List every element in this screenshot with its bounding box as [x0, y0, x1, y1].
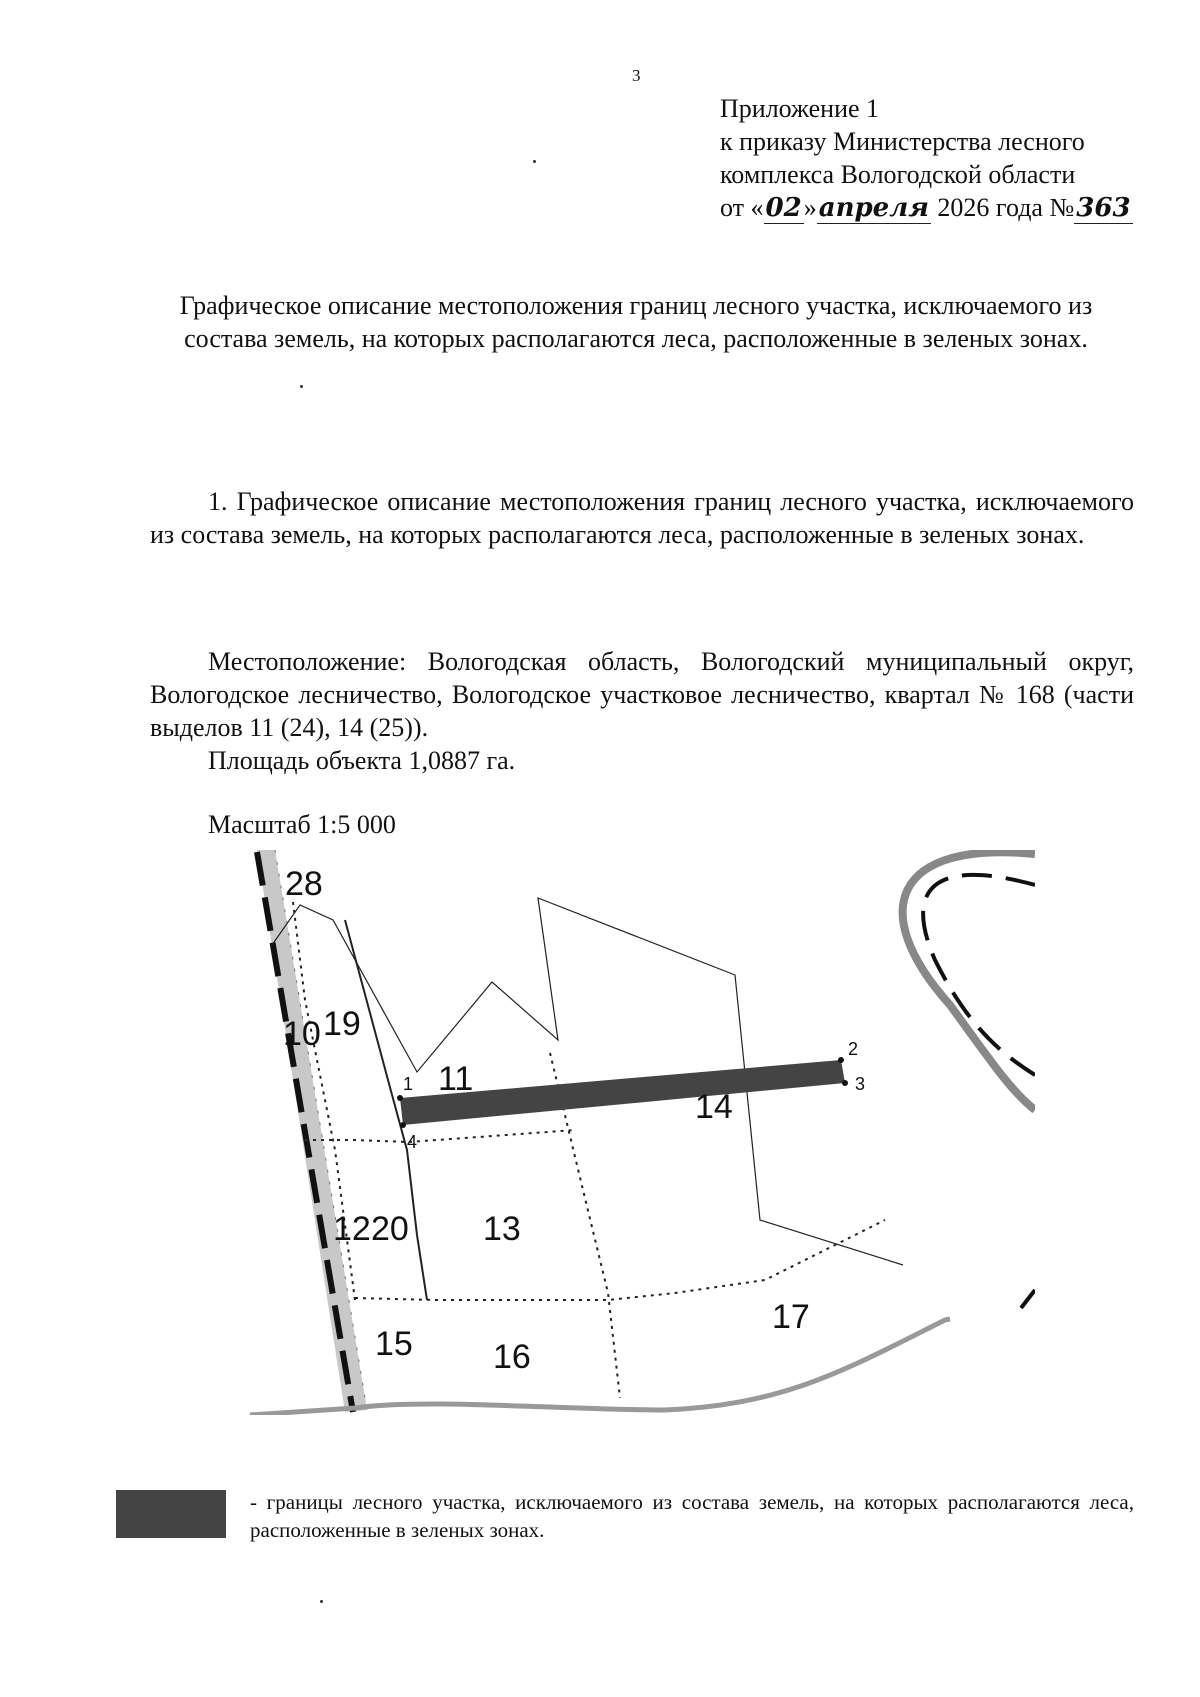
bottom-right-marks [1019, 1288, 1035, 1310]
point-label-3: 3 [855, 1074, 865, 1094]
section-1-paragraph: 1. Графическое описание местоположения г… [150, 487, 1134, 549]
plot-label-19: 19 [323, 1005, 361, 1043]
scan-speck [533, 160, 536, 163]
page-number: 3 [632, 66, 641, 85]
plot-label-13: 13 [483, 1210, 521, 1248]
appendix-line-1: Приложение 1 [720, 94, 880, 123]
appendix-line-3: комплекса Вологодской области [720, 160, 1076, 189]
plot-label-12: 12 [333, 1210, 371, 1248]
plot-label-10: 10 [283, 1015, 321, 1053]
point-label-2: 2 [848, 1039, 858, 1059]
plot-boundaries [292, 901, 886, 1399]
plot-label-16: 16 [493, 1338, 531, 1376]
plot-label-28: 28 [285, 865, 323, 903]
plot-map: 28 10 19 11 14 13 12 20 15 16 17 1 2 3 4 [249, 850, 1035, 1415]
plot-label-11: 11 [438, 1060, 473, 1098]
date-prefix: от « [720, 193, 764, 222]
road-strip [257, 850, 367, 1412]
top-right-road-dash [921, 872, 1035, 1077]
forest-contour [271, 897, 904, 1266]
plot-label-17: 17 [772, 1298, 810, 1336]
excluded-plot-area [400, 1060, 845, 1125]
handwritten-number: 363 [1074, 193, 1133, 224]
handwritten-month: апреля [816, 193, 931, 224]
plot-label-20: 20 [371, 1210, 409, 1248]
appendix-date-line: от «02»апреля 2026 года №363 [720, 191, 1133, 225]
legend-swatch [116, 1490, 226, 1538]
scale-label: Масштаб 1:5 000 [208, 810, 396, 839]
road-dashed-line [254, 851, 356, 1413]
top-right-road [898, 850, 1035, 1114]
quarter-boundary [344, 919, 428, 1301]
document-title: Графическое описание местоположения гран… [179, 291, 1093, 353]
plot-label-15: 15 [375, 1325, 413, 1363]
legend-text: - границы лесного участка, исключаемого … [250, 1490, 1134, 1542]
location-paragraph: Местоположение: Вологодская область, Вол… [150, 647, 1134, 742]
point-label-4: 4 [407, 1132, 417, 1152]
scan-speck [320, 1600, 323, 1603]
appendix-line-2: к приказу Министерства лесного [720, 127, 1085, 156]
plot-label-14: 14 [695, 1088, 733, 1126]
date-suffix: 2026 года № [930, 193, 1075, 222]
area-paragraph: Площадь объекта 1,0887 га. [208, 746, 516, 775]
appendix-header: Приложение 1 к приказу Министерства лесн… [720, 92, 1133, 225]
turning-points [397, 1057, 848, 1128]
handwritten-day: 02 [763, 193, 804, 224]
bottom-boundary [249, 1316, 951, 1415]
date-mid: » [803, 193, 817, 222]
point-label-1: 1 [403, 1074, 413, 1094]
scan-speck [300, 385, 303, 388]
